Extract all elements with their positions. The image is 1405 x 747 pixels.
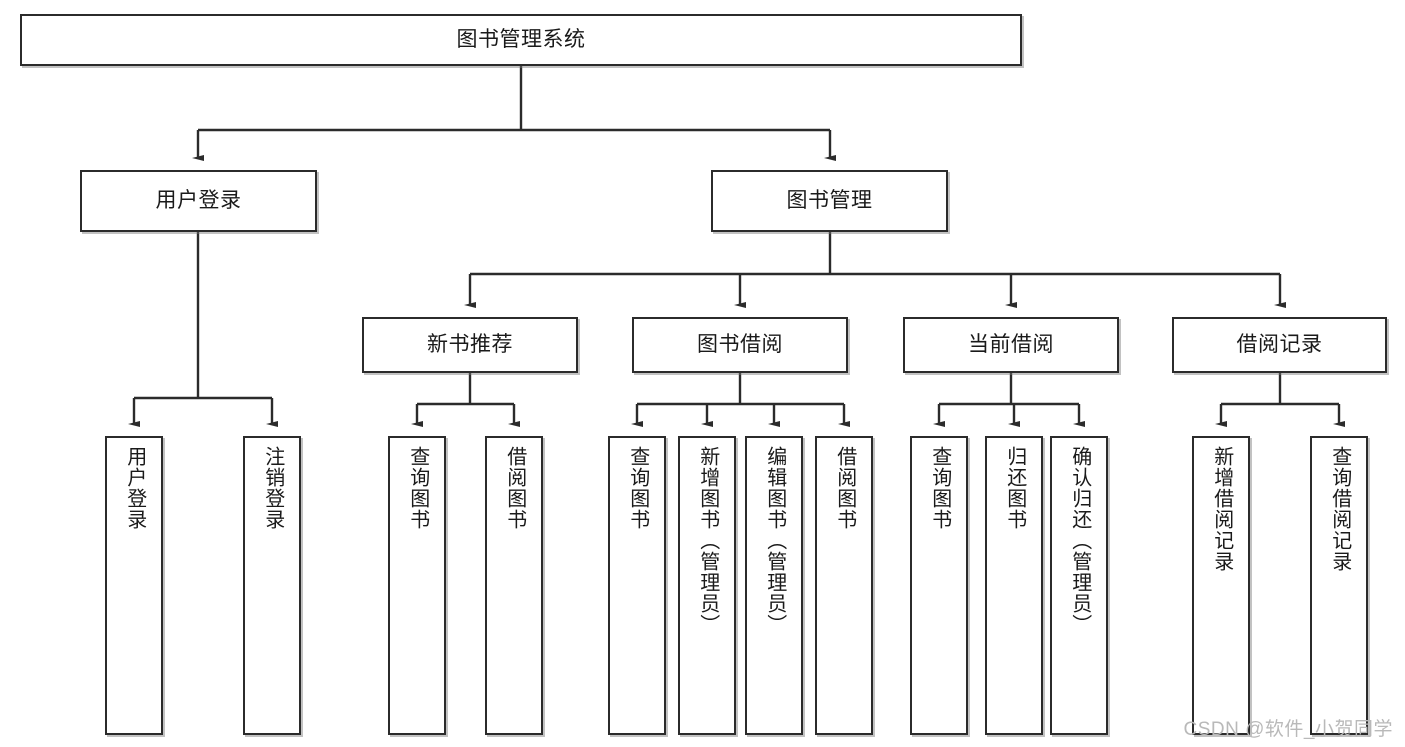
node-leaf-add-book-admin[interactable]: 新增图书（管理员） (678, 436, 736, 735)
node-label: 新书推荐 (427, 333, 513, 357)
node-label: 查询借阅记录 (1328, 446, 1351, 572)
node-leaf-query-book-borrow[interactable]: 查询图书 (608, 436, 666, 735)
node-leaf-edit-book-admin[interactable]: 编辑图书（管理员） (745, 436, 803, 735)
node-label: 查询图书 (626, 446, 649, 530)
node-label: 借阅记录 (1236, 333, 1323, 357)
node-label: 用户登录 (155, 189, 242, 213)
node-level2-current-borrow[interactable]: 当前借阅 (903, 317, 1119, 373)
node-label: 借阅图书 (503, 446, 526, 530)
node-leaf-borrow-book[interactable]: 借阅图书 (815, 436, 873, 735)
node-label: 用户登录 (123, 446, 146, 530)
watermark: CSDN @软件_小贺同学 (1183, 719, 1393, 740)
node-label: 新增借阅记录 (1210, 446, 1233, 572)
node-label: 注销登录 (261, 446, 284, 530)
node-label: 查询图书 (406, 446, 429, 530)
node-level1-book-management[interactable]: 图书管理 (711, 170, 948, 232)
node-leaf-query-book-current[interactable]: 查询图书 (910, 436, 968, 735)
node-leaf-query-borrow-record[interactable]: 查询借阅记录 (1310, 436, 1368, 735)
node-label: 归还图书 (1003, 446, 1026, 530)
node-root[interactable]: 图书管理系统 (20, 14, 1022, 66)
node-level1-user-login[interactable]: 用户登录 (80, 170, 317, 232)
node-level2-borrow-records[interactable]: 借阅记录 (1172, 317, 1387, 373)
node-label: 图书借阅 (697, 333, 783, 357)
node-label: 确认归还（管理员） (1068, 446, 1091, 635)
node-label: 当前借阅 (968, 333, 1054, 357)
node-label: 图书管理 (786, 189, 873, 213)
node-level2-book-borrow[interactable]: 图书借阅 (632, 317, 848, 373)
node-leaf-return-book[interactable]: 归还图书 (985, 436, 1043, 735)
node-leaf-add-borrow-record[interactable]: 新增借阅记录 (1192, 436, 1250, 735)
node-level2-new-book-recommend[interactable]: 新书推荐 (362, 317, 578, 373)
node-leaf-query-book-recommend[interactable]: 查询图书 (388, 436, 446, 735)
node-leaf-logout[interactable]: 注销登录 (243, 436, 301, 735)
node-label: 新增图书（管理员） (696, 446, 719, 635)
node-label: 借阅图书 (833, 446, 856, 530)
node-leaf-borrow-book-recommend[interactable]: 借阅图书 (485, 436, 543, 735)
node-label: 查询图书 (928, 446, 951, 530)
node-leaf-confirm-return-admin[interactable]: 确认归还（管理员） (1050, 436, 1108, 735)
node-label: 编辑图书（管理员） (763, 446, 786, 635)
node-leaf-user-login[interactable]: 用户登录 (105, 436, 163, 735)
node-label: 图书管理系统 (456, 28, 586, 52)
